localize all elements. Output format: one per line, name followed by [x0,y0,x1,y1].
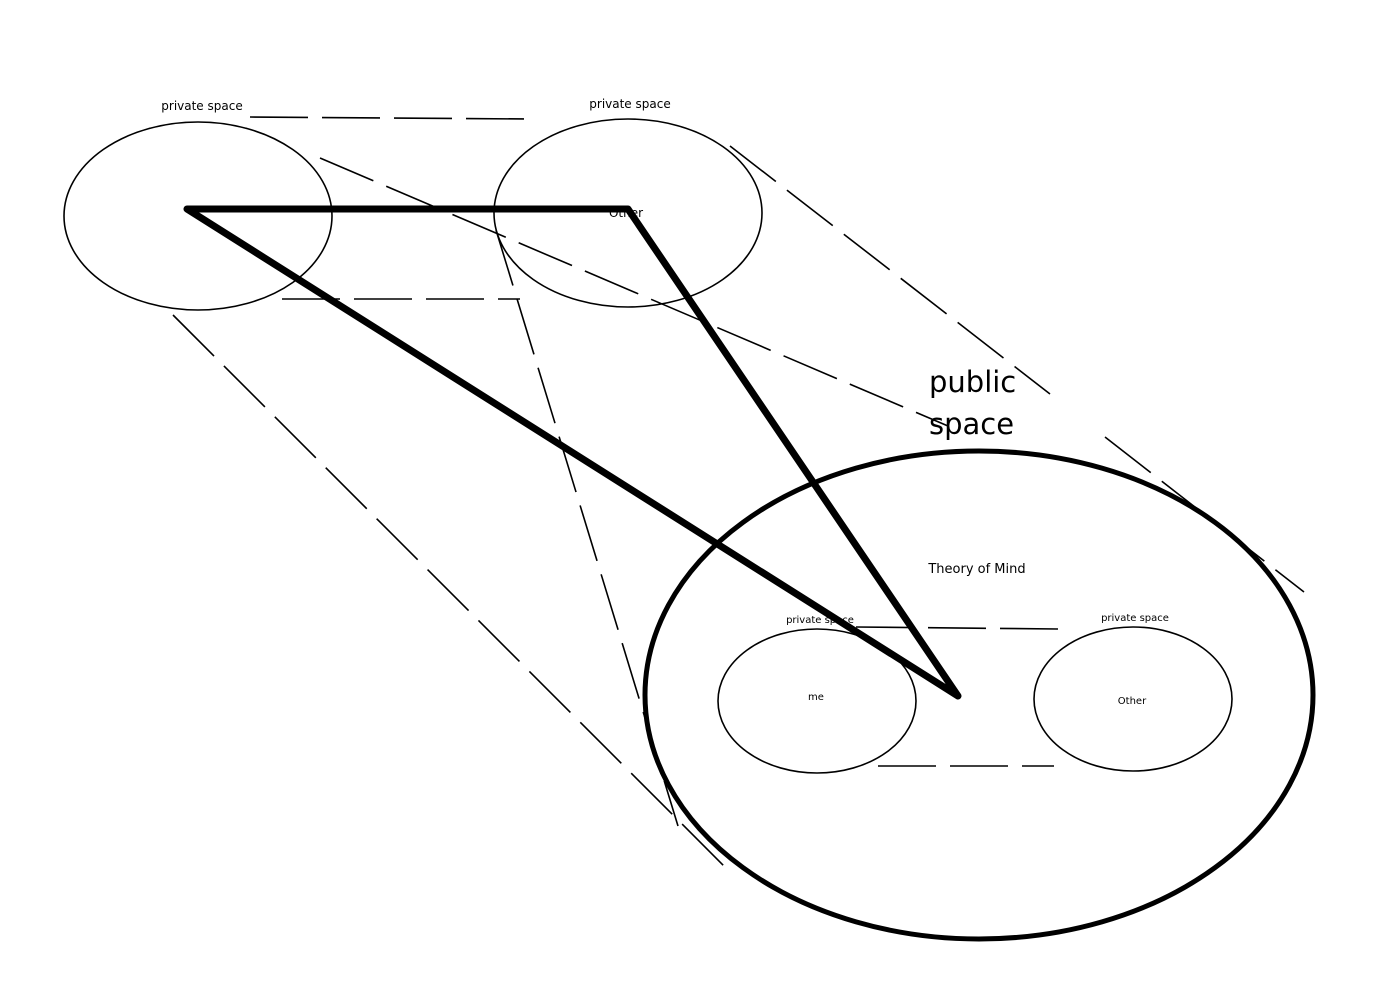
dash-left-ellipse-to-public [319,157,949,427]
dash-inner-top [855,626,1059,630]
inner-other-label: Other [1118,696,1147,707]
dash-top-bridge [249,116,529,120]
me-label: me [808,692,824,703]
inner-other-ellipse [1033,626,1233,772]
inner-right-private-space-label: private space [1101,613,1169,624]
top-other-label: Other [609,206,643,220]
public-space-label-line1: public [929,365,1016,399]
left-private-space-label: private space [161,99,242,113]
inner-left-private-space-label: private space [786,615,854,626]
dashed-lines [172,116,1305,867]
dash-right-outer [729,145,1051,395]
dash-left-outer [172,314,725,867]
public-space-label-line2: space [929,407,1014,441]
top-private-space-ellipse [493,118,763,308]
top-private-space-label: private space [589,97,670,111]
public-space-ellipse [642,448,1316,942]
left-private-space-ellipse [63,121,333,311]
me-ellipse [717,628,917,774]
private-space-ellipses [63,118,1233,774]
theory-of-mind-label: Theory of Mind [927,562,1025,577]
connection-triangle [183,205,962,700]
